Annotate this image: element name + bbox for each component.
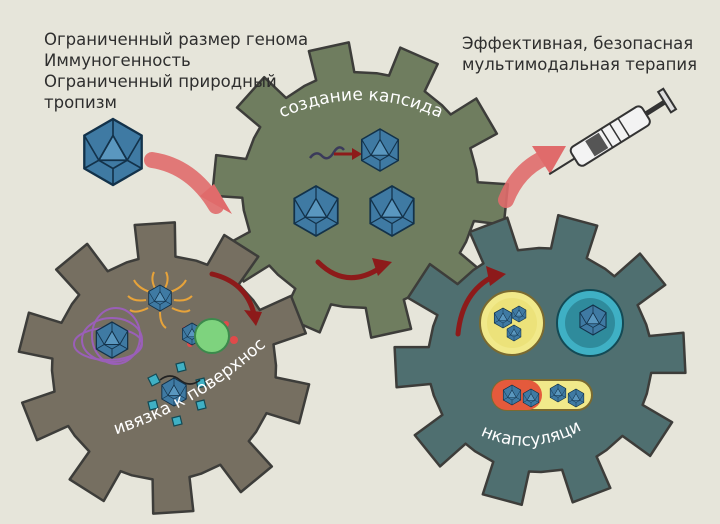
flow-arrow-to-capsid-head xyxy=(200,184,232,214)
cycle-arrow-encapsulation xyxy=(455,273,497,337)
peg-strand-icon xyxy=(309,146,345,160)
problems-list: Ограниченный размер генома Иммуногенност… xyxy=(44,29,308,113)
protein-shell-icon xyxy=(147,361,207,427)
gear-surface xyxy=(17,221,311,515)
problem-line: Иммуногенность xyxy=(44,51,191,70)
problem-line: Ограниченный природный xyxy=(44,72,277,91)
outcome-line: мультимодальная терапия xyxy=(462,55,698,74)
polymer-coat-icon xyxy=(73,307,143,365)
gear-body xyxy=(17,221,311,515)
gear-encapsulation xyxy=(393,213,687,507)
virus-icon xyxy=(83,117,143,187)
green-sphere-icon xyxy=(194,318,230,354)
outcome-line: Эффективная, безопасная xyxy=(462,34,694,53)
peg-strand-icon xyxy=(127,271,193,329)
flow-arrow-to-syringe-head xyxy=(532,146,566,174)
cycle-arrow-surface xyxy=(209,271,257,317)
cycle-arrow-capsid xyxy=(315,259,383,281)
gear-body xyxy=(393,213,687,507)
flow-arrow-to-syringe xyxy=(498,150,552,208)
outcome-text: Эффективная, безопасная мультимодальная … xyxy=(462,33,697,75)
problem-line: тропизм xyxy=(44,93,117,112)
problem-line: Ограниченный размер генома xyxy=(44,30,309,49)
syringe-icon xyxy=(548,87,678,176)
